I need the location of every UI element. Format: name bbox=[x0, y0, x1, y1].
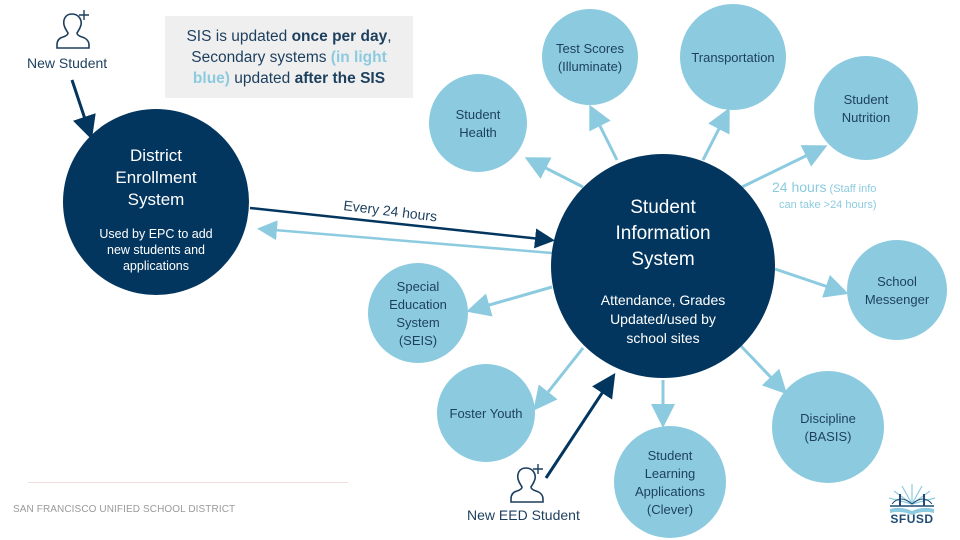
eed-student-to-sis-arrow bbox=[544, 372, 616, 479]
student-learning-apps-circle bbox=[614, 426, 726, 538]
student-nutrition-circle bbox=[814, 56, 918, 160]
foster-youth-label: Foster Youth bbox=[450, 406, 523, 421]
sis-sub-1: Attendance, Grades bbox=[601, 292, 726, 308]
note-bold-once-per-day: once per day bbox=[291, 27, 388, 45]
sis-sub-3: school sites bbox=[626, 330, 699, 346]
note-text: Secondary systems bbox=[191, 48, 331, 66]
discipline-label: (BASIS) bbox=[805, 429, 852, 444]
note-light-blue-text: blue) bbox=[192, 69, 230, 87]
sis-to-school-messenger-arrow bbox=[774, 267, 849, 298]
student-nutrition-label: Student bbox=[844, 92, 889, 107]
special-education-circle bbox=[368, 263, 468, 363]
footer-divider bbox=[28, 482, 348, 483]
sfusd-logo-icon bbox=[888, 484, 936, 515]
note-bold-after-sis: after the SIS bbox=[294, 69, 386, 87]
student-health-circle bbox=[429, 74, 527, 172]
note-text: SIS is updated bbox=[186, 27, 292, 45]
school-messenger-label: School bbox=[877, 274, 917, 289]
sis-title-1: Student bbox=[630, 197, 696, 218]
sis-sub-2: Updated/used by bbox=[610, 311, 716, 327]
des-to-sis-arrow bbox=[249, 206, 555, 249]
student-learning-apps-label: Applications bbox=[635, 484, 706, 499]
nutrition-timing-label: 24 hours (Staff info bbox=[772, 179, 876, 195]
foster-youth-node: Foster Youth bbox=[437, 364, 535, 462]
test-scores-label: (Illuminate) bbox=[558, 59, 622, 74]
des-sub-1: Used by EPC to add bbox=[99, 227, 212, 241]
student-learning-apps-label: (Clever) bbox=[647, 502, 693, 517]
foster-youth-circle bbox=[437, 364, 535, 462]
discipline-circle bbox=[772, 371, 884, 483]
district-enrollment-system-node: District Enrollment System Used by EPC t… bbox=[63, 109, 249, 295]
sfusd-logo-text: SFUSD bbox=[890, 512, 934, 526]
des-sub-3: applications bbox=[123, 259, 189, 273]
discipline-label: Discipline bbox=[800, 411, 856, 426]
student-learning-apps-label: Learning bbox=[645, 466, 696, 481]
sis-to-test-scores-arrow bbox=[589, 104, 619, 161]
student-information-system-node: Student Information System Attendance, G… bbox=[551, 154, 775, 378]
sis-to-student-health-arrow bbox=[524, 157, 584, 189]
update-frequency-note: SIS is updated once per day, Secondary s… bbox=[165, 16, 413, 98]
transportation-circle bbox=[680, 4, 786, 110]
special-education-label: Special bbox=[397, 279, 440, 294]
edges bbox=[70, 79, 849, 479]
sis-to-transportation-arrow bbox=[701, 107, 730, 161]
student-health-label: Student bbox=[456, 107, 501, 122]
sis-title-2: Information bbox=[615, 223, 710, 244]
new-student-to-des-arrow bbox=[70, 79, 96, 140]
new-eed-student-user-add-icon bbox=[510, 464, 544, 503]
special-education-label: System bbox=[396, 315, 439, 330]
nutrition-timing-note-1: (Staff info bbox=[826, 183, 876, 195]
nutrition-timing-main: 24 hours bbox=[772, 179, 826, 195]
new-student-label: New Student bbox=[27, 55, 108, 71]
student-nutrition-label: Nutrition bbox=[842, 110, 890, 125]
sis-to-discipline-arrow bbox=[738, 343, 788, 395]
sis-title-3: System bbox=[631, 249, 694, 270]
des-title-2: Enrollment bbox=[115, 168, 197, 187]
special-education-label: Education bbox=[389, 297, 447, 312]
test-scores-node: Test Scores (Illuminate) bbox=[542, 9, 638, 105]
test-scores-label: Test Scores bbox=[556, 41, 624, 56]
discipline-node: Discipline (BASIS) bbox=[772, 371, 884, 483]
special-education-label: (SEIS) bbox=[399, 333, 437, 348]
note-text: updated bbox=[229, 69, 295, 87]
footer-org-name: SAN FRANCISCO UNIFIED SCHOOL DISTRICT bbox=[13, 504, 236, 515]
new-eed-student-label: New EED Student bbox=[467, 507, 580, 523]
test-scores-circle bbox=[542, 9, 638, 105]
note-light-blue-text: (in light bbox=[330, 48, 387, 66]
new-student-user-add-icon bbox=[56, 10, 90, 49]
sis-to-des-arrow bbox=[257, 220, 553, 255]
sis-to-foster-youth-arrow bbox=[533, 347, 585, 411]
school-messenger-circle bbox=[847, 240, 947, 340]
note-text: , bbox=[387, 27, 392, 45]
des-title-1: District bbox=[130, 146, 182, 165]
school-messenger-label: Messenger bbox=[865, 292, 930, 307]
transportation-label: Transportation bbox=[691, 50, 774, 65]
sis-to-student-nutrition-arrow bbox=[741, 145, 828, 189]
sis-to-special-education-arrow bbox=[466, 285, 553, 317]
des-sub-2: new students and bbox=[107, 243, 205, 257]
nutrition-timing-note-2: can take >24 hours) bbox=[779, 199, 877, 211]
student-learning-apps-label: Student bbox=[648, 448, 693, 463]
student-health-label: Health bbox=[459, 125, 497, 140]
des-title-3: System bbox=[128, 190, 185, 209]
transportation-node: Transportation bbox=[680, 4, 786, 110]
